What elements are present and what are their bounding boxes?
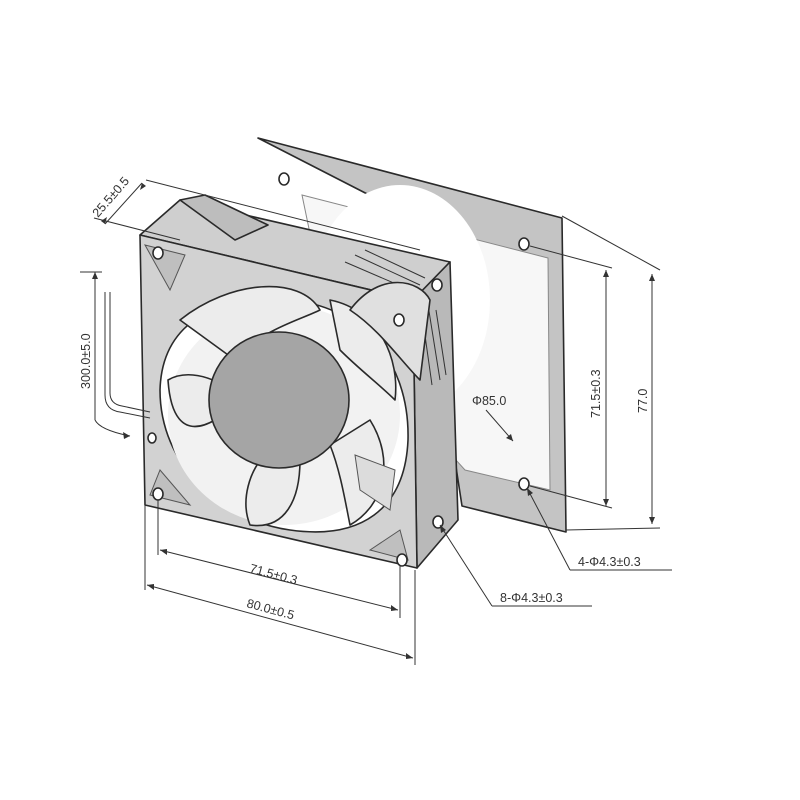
label-gasket-hole-spacing: 71.5±0.3 (589, 369, 603, 418)
label-frame-holes: 8-Φ4.3±0.3 (500, 591, 563, 605)
dim-depth (93, 179, 421, 251)
frame-hole-left-mid (147, 432, 157, 444)
label-gasket-height: 77.0 (636, 389, 650, 413)
fan-hub (208, 331, 350, 469)
gasket-hole-bottom-right (518, 477, 530, 491)
frame-hole-rear-top (431, 278, 443, 292)
dim-frame-width (144, 505, 416, 665)
label-opening-diameter: Φ85.0 (472, 394, 506, 408)
frame-hole-rear-bottom (432, 515, 444, 529)
label-fan-depth: 25.5±0.5 (90, 174, 132, 220)
fan-cable (104, 292, 151, 419)
frame-hole-bottom-right (396, 553, 408, 567)
gasket-hole-top-right (518, 237, 530, 251)
label-cable-length: 300.0±5.0 (79, 333, 93, 389)
frame-hole-top-right (393, 313, 405, 327)
dim-gasket-hole-spacing (529, 245, 613, 509)
dim-gasket-holes-leader (526, 487, 672, 571)
dim-gasket-height (561, 215, 661, 531)
dim-opening-diameter-leader (485, 409, 514, 442)
dim-frame-holes-leader (439, 524, 592, 607)
frame-hole-top-left (152, 246, 164, 260)
label-front-hole-spacing: 71.5±0.3 (248, 561, 299, 587)
label-gasket-holes: 4-Φ4.3±0.3 (578, 555, 641, 569)
frame-hole-bottom-left (152, 487, 164, 501)
dim-front-hole-spacing (157, 500, 401, 618)
gasket-hole-top-left (278, 172, 290, 186)
dim-cable (80, 271, 131, 439)
